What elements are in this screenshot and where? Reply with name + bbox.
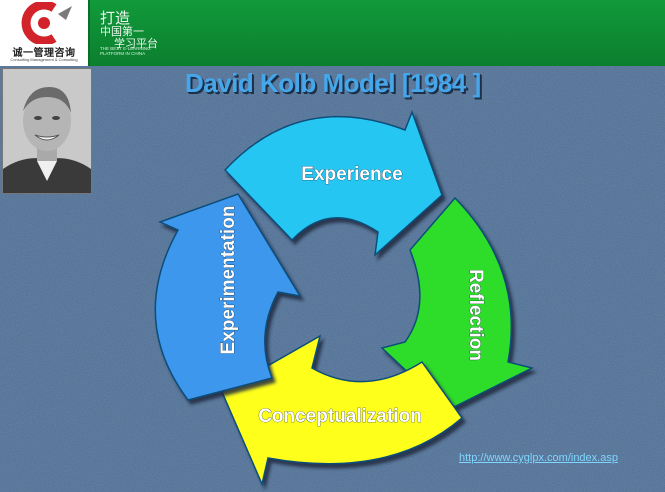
- experimentation-label: Experimentation: [218, 206, 239, 355]
- tagline-english: THE BEST E-LEARNING PLATFORM IN CHINA: [100, 46, 151, 56]
- experience-arrow: [223, 109, 443, 257]
- logo-c-icon: [21, 2, 72, 44]
- conceptualization-label: Conceptualization: [258, 406, 422, 427]
- portrait-photo: [2, 68, 92, 194]
- experimentation-arrow: [154, 193, 302, 401]
- reflection-arrow-shape: [380, 196, 535, 411]
- logo-subtext: Consulting Management & Consulting: [10, 57, 78, 62]
- conceptualization-arrow: [221, 334, 464, 487]
- company-logo: 诚一管理咨询 Consulting Management & Consultin…: [0, 0, 90, 66]
- slide-title: David Kolb Model [1984 ]: [185, 68, 481, 98]
- experience-arrow-shape: [223, 109, 443, 257]
- tagline-line: 学习平台: [114, 37, 158, 50]
- tagline-line: 中国第一: [100, 25, 144, 38]
- reflection-label: Reflection: [465, 269, 486, 361]
- website-link[interactable]: http://www.cyglpx.com/index.asp: [459, 452, 618, 464]
- tagline-chinese: 打造 中国第一 学习平台: [100, 10, 158, 50]
- tagline-line: 打造: [100, 9, 131, 27]
- header-bar: 诚一管理咨询 Consulting Management & Consultin…: [0, 0, 665, 66]
- conceptualization-arrow-shape: [221, 334, 464, 487]
- experience-label: Experience: [301, 164, 402, 185]
- person-photo-icon: [3, 69, 91, 193]
- reflection-arrow: [380, 196, 535, 411]
- logo-text: 诚一管理咨询: [12, 48, 76, 59]
- experimentation-arrow-shape: [154, 193, 302, 401]
